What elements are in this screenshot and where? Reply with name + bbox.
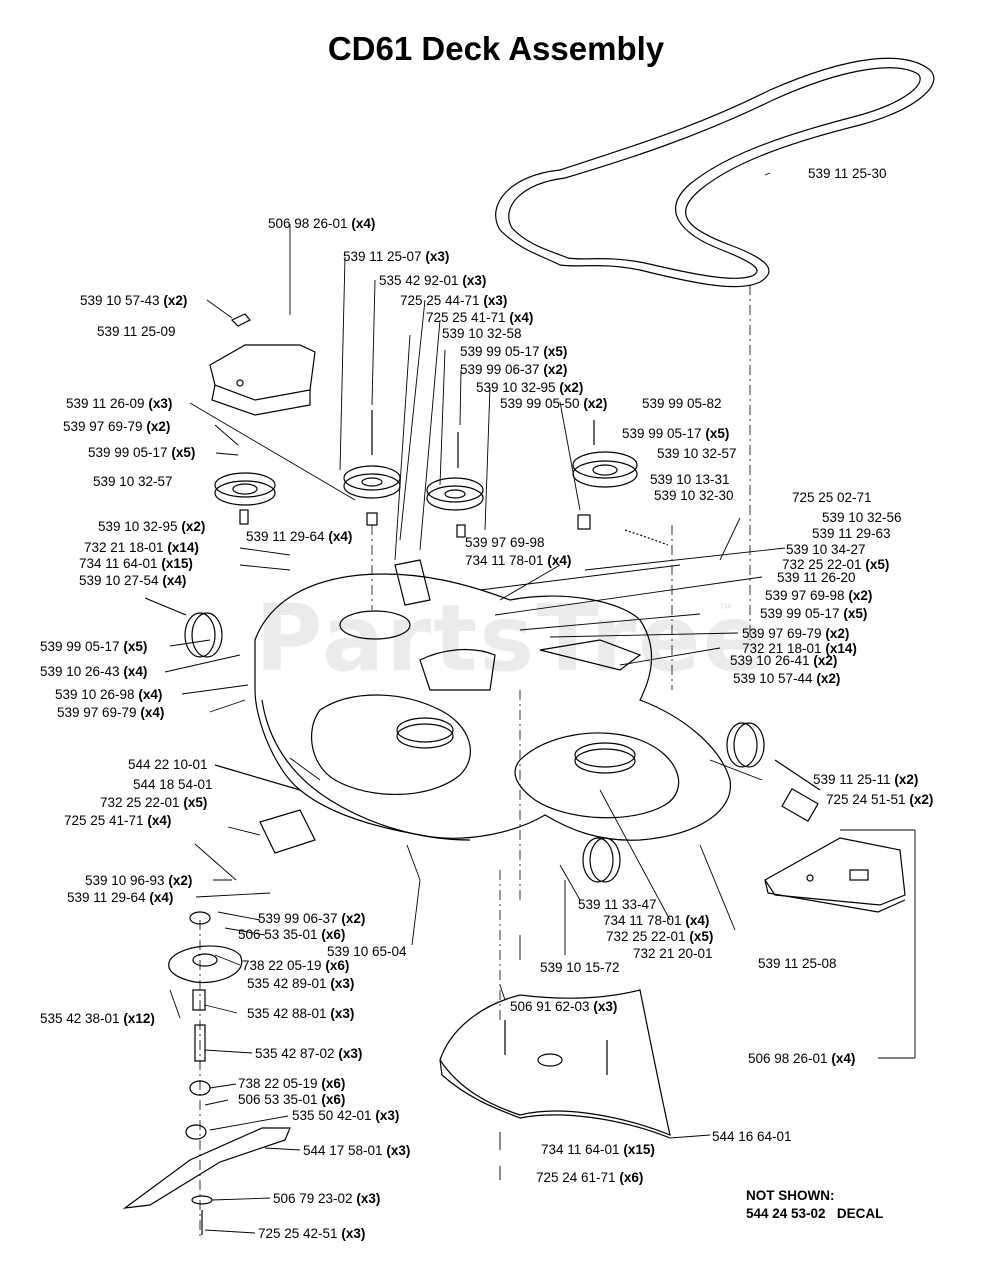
callout-label: 544 22 10-01 — [128, 757, 208, 772]
belt-drawing — [495, 57, 935, 288]
callout-label: 506 98 26-01 (x4) — [748, 1051, 856, 1066]
callout-label: 539 11 25-08 — [758, 956, 837, 971]
callout-label: 539 99 05-82 — [642, 396, 722, 411]
callout-label: 535 42 92-01 (x3) — [379, 273, 487, 288]
callout-label: 539 97 69-79 (x4) — [57, 705, 165, 720]
callout-label: 725 25 02-71 — [792, 490, 872, 505]
callout-label: 732 25 22-01 (x5) — [782, 557, 890, 572]
not-shown-desc: DECAL — [836, 1206, 884, 1221]
callout-label: 539 11 33-47 — [578, 897, 657, 912]
callout-label: 725 25 42-51 (x3) — [258, 1226, 366, 1241]
callout-label: 539 11 25-09 — [97, 324, 176, 339]
callout-label: 506 53 35-01 (x6) — [238, 927, 346, 942]
callout-label: 539 11 26-20 — [777, 570, 856, 585]
pulley-drawings — [214, 410, 638, 538]
leader-lines — [164, 172, 916, 1234]
callout-label: 725 25 44-71 (x3) — [400, 293, 508, 308]
callout-label: 539 10 32-57 — [93, 474, 173, 489]
callout-label: 539 11 29-64 (x4) — [246, 529, 353, 544]
callout-label: 506 91 62-03 (x3) — [510, 999, 618, 1014]
callout-label: 539 10 32-30 — [654, 488, 734, 503]
callout-label: 734 11 64-01 (x15) — [541, 1142, 655, 1157]
baffle-drawing — [439, 989, 671, 1139]
callout-label: 732 21 18-01 (x14) — [84, 540, 199, 555]
callout-label: 539 10 27-54 (x4) — [79, 573, 187, 588]
callout-label: 544 16 64-01 — [712, 1129, 792, 1144]
callout-label: 732 21 20-01 — [633, 946, 713, 961]
alignment-lines — [199, 285, 751, 1240]
callout-label: 539 11 29-63 — [812, 526, 891, 541]
callout-label: 539 10 32-58 — [442, 326, 522, 341]
right-cover-drawing — [764, 837, 906, 913]
callout-label: 539 11 25-07 (x3) — [343, 249, 450, 264]
callout-label: 539 10 13-31 — [650, 472, 730, 487]
callout-label: 539 10 32-95 (x2) — [98, 519, 206, 534]
callout-label: 539 10 26-41 (x2) — [730, 653, 838, 668]
callout-label: 539 10 65-04 — [327, 944, 407, 959]
wheel-drawings — [144, 597, 821, 883]
callout-label: 725 24 51-51 (x2) — [826, 792, 934, 807]
callout-label: 506 98 26-01 (x4) — [268, 216, 376, 231]
callout-label: 539 11 26-09 (x3) — [66, 396, 173, 411]
callout-label: 539 11 25-11 (x2) — [813, 772, 919, 787]
roller-drawing — [214, 529, 669, 854]
callout-label: 539 97 69-79 (x2) — [63, 419, 171, 434]
callout-label: 539 11 25-30 — [808, 166, 887, 181]
callout-label: 539 97 69-98 — [465, 535, 545, 550]
callout-label: 539 10 96-93 (x2) — [85, 873, 193, 888]
callout-label: 535 42 87-02 (x3) — [255, 1046, 363, 1061]
callout-label: 725 25 41-71 (x4) — [64, 813, 172, 828]
callout-label: 535 42 88-01 (x3) — [247, 1006, 355, 1021]
callout-label: 539 10 32-95 (x2) — [476, 380, 584, 395]
callout-label: 544 17 58-01 (x3) — [303, 1143, 411, 1158]
callout-label: 539 11 29-64 (x4) — [67, 890, 174, 905]
callout-label: 535 42 38-01 (x12) — [40, 1011, 155, 1026]
callout-label: 539 99 06-37 (x2) — [460, 362, 568, 377]
callout-label: 539 10 32-57 — [657, 446, 737, 461]
callout-label: 539 10 57-44 (x2) — [733, 671, 841, 686]
left-cover-drawing — [209, 313, 316, 416]
page-title: CD61 Deck Assembly — [327, 30, 665, 67]
callout-label: 539 99 05-17 (x5) — [460, 344, 568, 359]
callout-label: 732 25 22-01 (x5) — [606, 929, 714, 944]
callout-label: 725 25 41-71 (x4) — [426, 310, 534, 325]
callout-label: 734 11 78-01 (x4) — [465, 553, 572, 568]
watermark-trademark: ™ — [718, 600, 732, 616]
callout-label: 738 22 05-19 (x6) — [242, 958, 350, 973]
callout-label: 544 18 54-01 — [133, 777, 213, 792]
callout-label: 734 11 64-01 (x15) — [79, 556, 193, 571]
watermark: PartsTree — [255, 585, 767, 692]
callout-label: 734 11 78-01 (x4) — [603, 913, 710, 928]
callout-label: 539 99 06-37 (x2) — [258, 911, 366, 926]
callout-label: 539 99 05-17 (x5) — [622, 426, 730, 441]
deck-shell-drawing — [254, 559, 732, 841]
callout-label: 539 10 26-43 (x4) — [40, 664, 148, 679]
callout-label: 732 21 18-01 (x14) — [742, 641, 857, 656]
callout-label: 539 99 05-17 (x5) — [88, 445, 196, 460]
callout-label: 539 99 05-17 (x5) — [40, 639, 148, 654]
not-shown-heading: NOT SHOWN: — [746, 1188, 835, 1203]
callout-label: 539 10 57-43 (x2) — [80, 293, 188, 308]
not-shown-note: NOT SHOWN: 544 24 53-02 DECAL — [746, 1187, 883, 1223]
callout-label: 732 25 22-01 (x5) — [100, 795, 208, 810]
callout-label: 539 10 15-72 — [540, 960, 620, 975]
callout-label: 539 10 26-98 (x4) — [55, 687, 163, 702]
callout-label: 535 50 42-01 (x3) — [292, 1108, 400, 1123]
callout-label: 539 97 69-79 (x2) — [742, 626, 850, 641]
callout-label: 738 22 05-19 (x6) — [238, 1076, 346, 1091]
callout-label: 506 53 35-01 (x6) — [238, 1092, 346, 1107]
callout-label: 539 10 34-27 — [786, 542, 866, 557]
not-shown-part: 544 24 53-02 — [746, 1206, 826, 1221]
callout-label: 539 10 32-56 — [822, 510, 902, 525]
callout-label: 539 99 05-50 (x2) — [500, 396, 608, 411]
callout-label: 725 24 61-71 (x6) — [536, 1170, 644, 1185]
callout-label: 539 97 69-98 (x2) — [765, 588, 873, 603]
callout-label: 539 99 05-17 (x5) — [760, 606, 868, 621]
callout-label: 506 79 23-02 (x3) — [273, 1191, 381, 1206]
callout-label: 535 42 89-01 (x3) — [247, 976, 355, 991]
